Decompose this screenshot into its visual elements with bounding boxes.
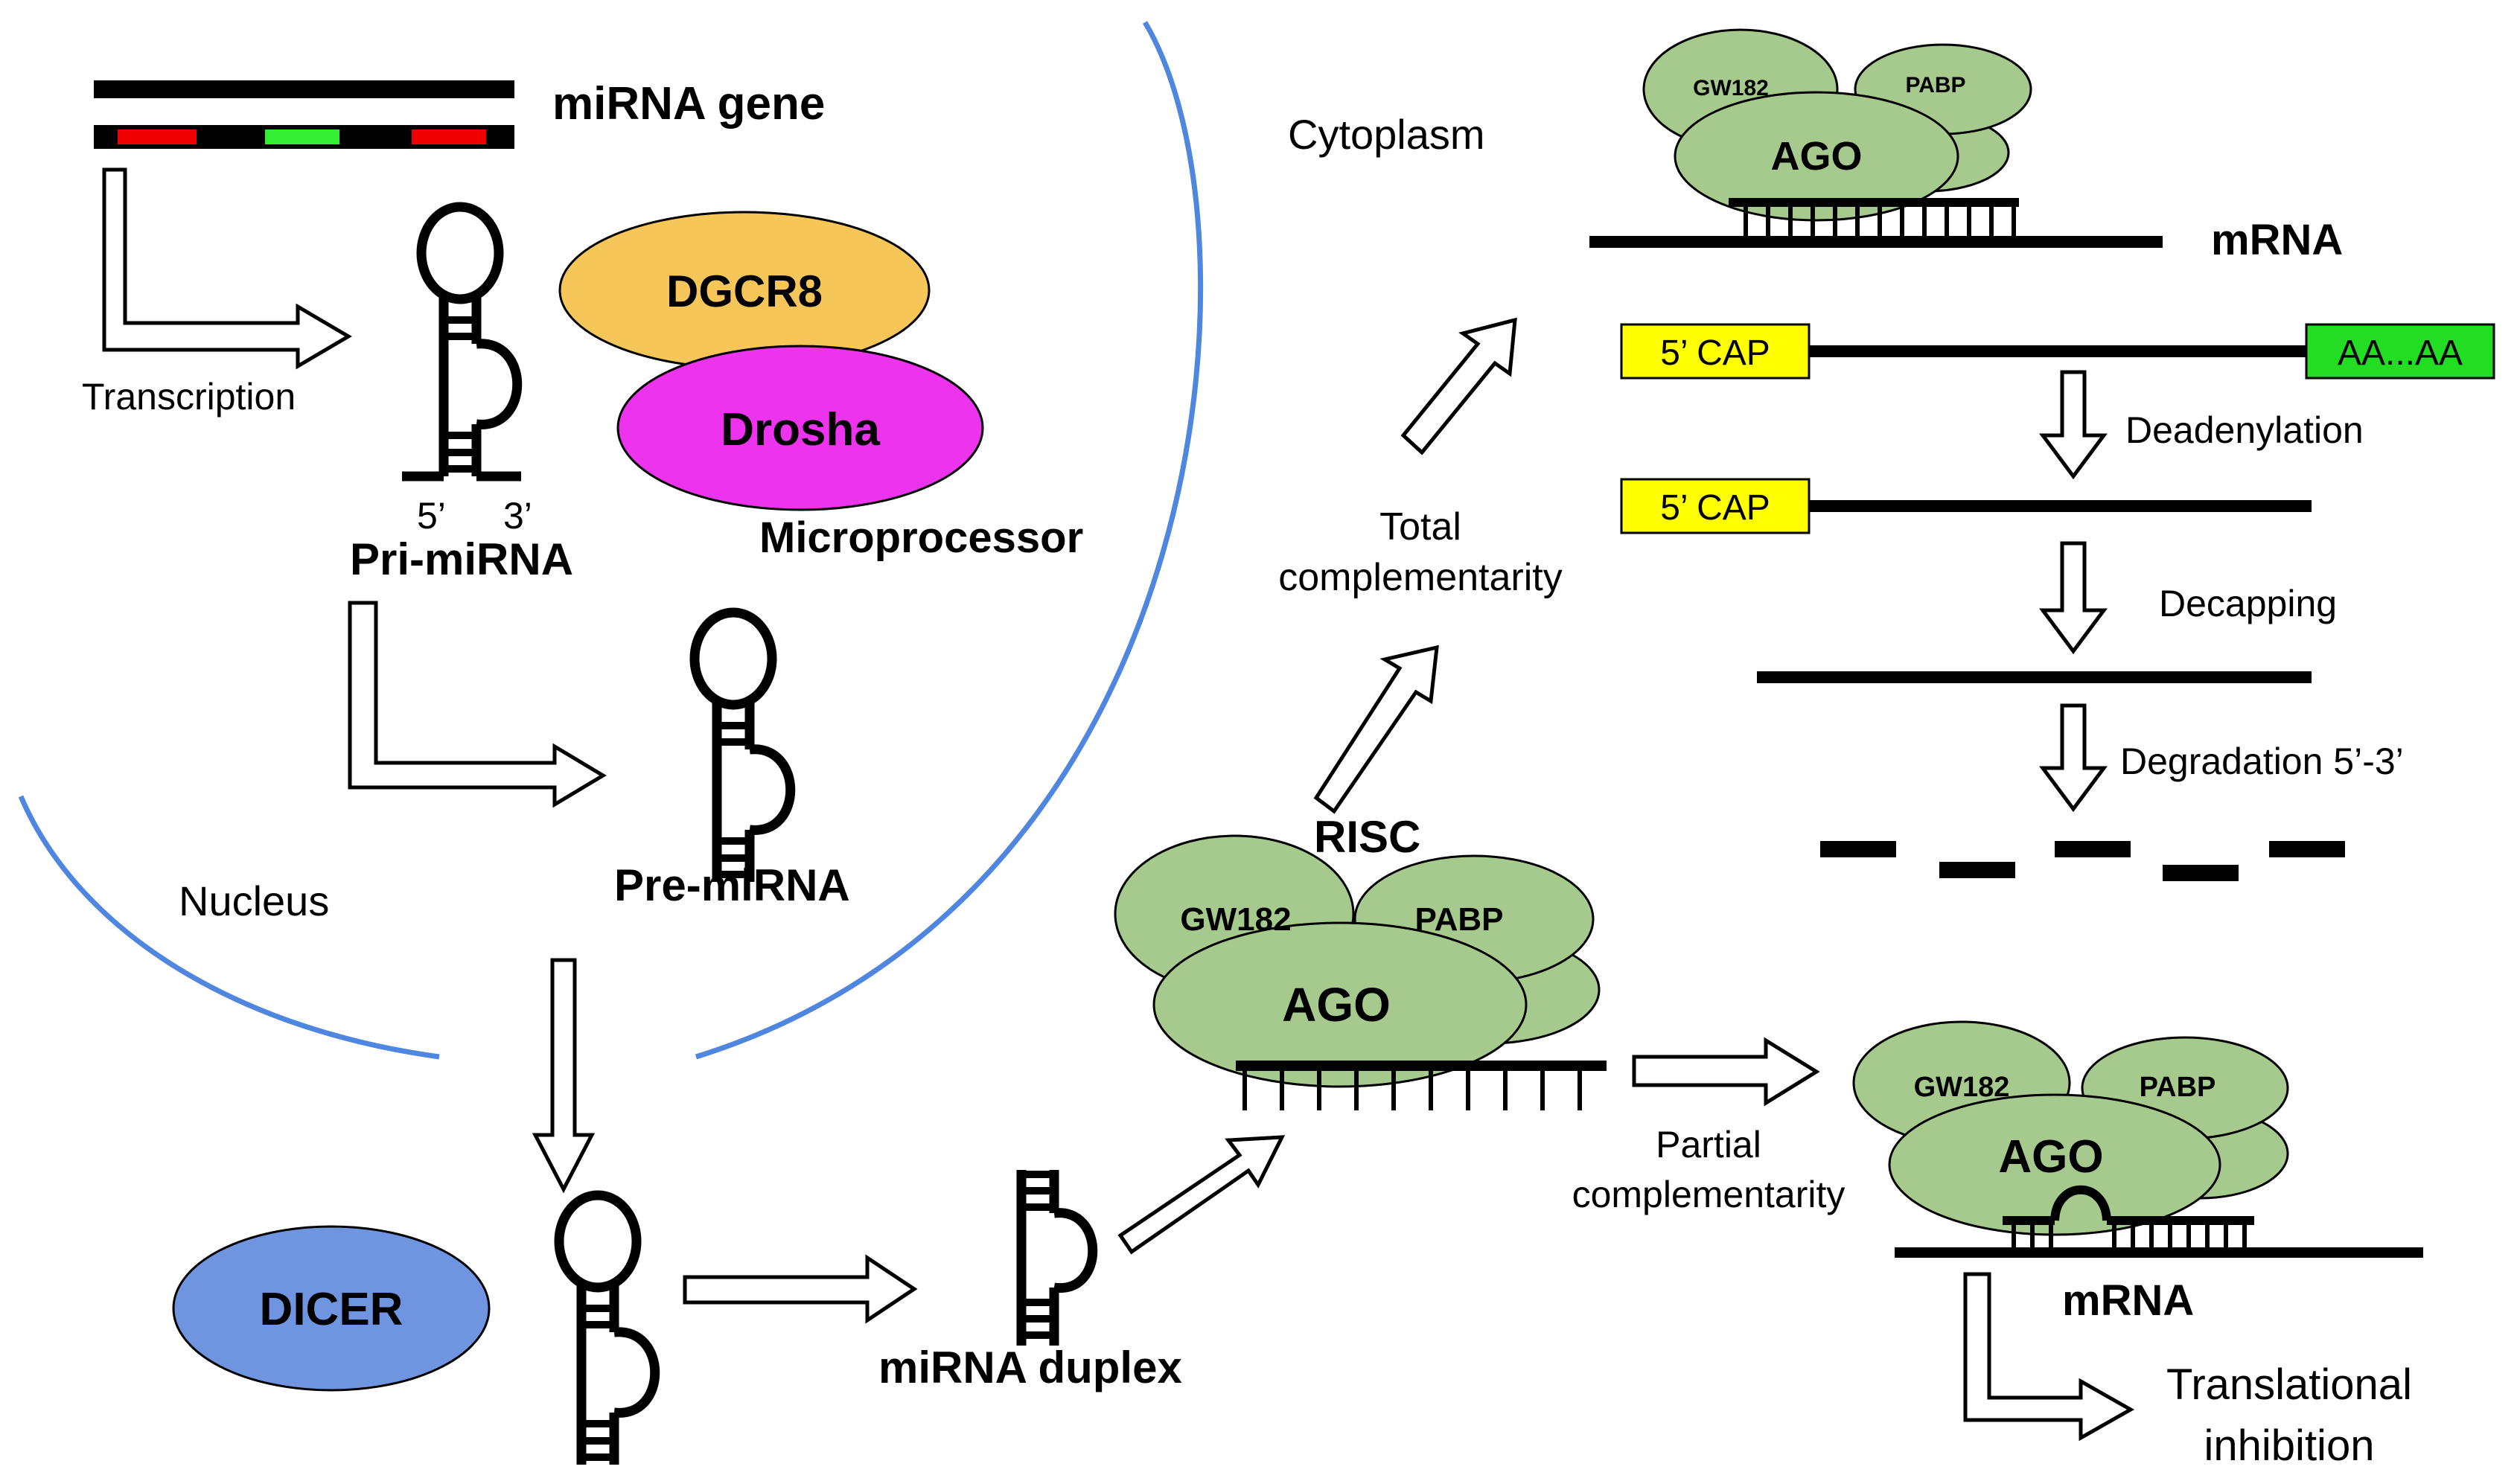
risc-label: RISC — [1314, 812, 1420, 862]
risc-complex — [1114, 834, 1607, 1110]
dicer-label: DICER — [260, 1284, 403, 1335]
nucleus-label: Nucleus — [179, 877, 329, 924]
degraded-fragments — [1820, 841, 2345, 881]
polya-label: AA...AA — [2338, 333, 2463, 373]
five-cap-label-2: 5’ CAP — [1660, 488, 1770, 528]
exon-block — [118, 129, 197, 144]
dgcr8-label: DGCR8 — [666, 266, 823, 316]
dicer-hairpin — [559, 1195, 655, 1465]
microprocessor-label: Microprocessor — [759, 514, 1083, 562]
processing-arrow — [348, 601, 607, 808]
three-prime-label: 3’ — [503, 495, 532, 537]
top-gw182-label: GW182 — [1693, 76, 1769, 100]
risc-ago-label: AGO — [1282, 978, 1391, 1032]
translational-inhibition-line2: inhibition — [2204, 1421, 2375, 1470]
drosha-label: Drosha — [721, 404, 880, 455]
transcription-arrow — [102, 167, 352, 370]
decapping-label: Decapping — [2159, 583, 2337, 624]
deadenylation-label: Deadenylation — [2125, 409, 2364, 451]
partial-arrow — [1632, 1037, 1820, 1107]
top-pabp-label: PABP — [1905, 73, 1965, 97]
total-complementarity-line1: Total — [1379, 505, 1461, 548]
mirna-gene-label: miRNA gene — [552, 78, 825, 129]
drosha-protein — [616, 345, 984, 511]
deadenylation-arrow — [2039, 370, 2108, 480]
loading-arrow — [1117, 1135, 1286, 1255]
partial-pabp-label: PABP — [2140, 1072, 2216, 1103]
pri-mirna-hairpin — [402, 207, 521, 482]
top-ago-label: AGO — [1770, 134, 1862, 179]
partial-risc-complex — [1852, 1020, 2423, 1258]
degradation-arrow — [2039, 703, 2108, 813]
partial-gw182-label: GW182 — [1914, 1072, 2010, 1103]
bottom-mrna-label: mRNA — [2062, 1276, 2194, 1325]
exon-block — [412, 129, 486, 144]
partial-ago-label: AGO — [1998, 1131, 2103, 1183]
five-prime-label: 5’ — [417, 495, 446, 537]
decapping-arrow — [2039, 541, 2108, 655]
total-arrow-upper — [1400, 317, 1517, 455]
pre-mirna-hairpin — [695, 613, 791, 882]
degradation-label: Degradation 5’-3’ — [2120, 741, 2404, 782]
dicing-arrow — [683, 1254, 918, 1324]
pri-mirna-label: Pri-miRNA — [350, 534, 573, 584]
risc-gw182-label: GW182 — [1180, 901, 1291, 938]
total-arrow-lower — [1313, 645, 1439, 814]
mirna-gene — [94, 80, 514, 149]
total-complementarity-line2: complementarity — [1278, 556, 1562, 599]
capped-polyadenylated-mrna — [1620, 323, 2495, 380]
transcription-label: Transcription — [82, 376, 296, 418]
export-arrow — [532, 958, 596, 1194]
nuclear-membrane — [18, 21, 1204, 1060]
partial-complementarity-line2: complementarity — [1572, 1174, 1846, 1215]
top-mrna-label: mRNA — [2211, 216, 2343, 264]
five-cap-box — [1620, 478, 1811, 534]
translational-inhibition-arrow — [1963, 1272, 2135, 1442]
top-risc-complex — [1589, 28, 2163, 248]
cytoplasm-label: Cytoplasm — [1288, 111, 1485, 158]
mirna-duplex-label: miRNA duplex — [878, 1343, 1182, 1392]
five-cap-label: 5’ CAP — [1660, 333, 1770, 373]
translational-inhibition-line1: Translational — [2166, 1360, 2412, 1409]
polya-tail-box — [2305, 323, 2495, 380]
partial-complementarity-line1: Partial — [1656, 1124, 1761, 1165]
pre-mirna-label: Pre-miRNA — [614, 860, 850, 910]
dicer-protein — [172, 1225, 491, 1392]
risc-pabp-label: PABP — [1415, 901, 1504, 938]
five-cap-box — [1620, 323, 1811, 380]
exon-block — [265, 129, 339, 144]
mirna-duplex — [1016, 1170, 1098, 1346]
